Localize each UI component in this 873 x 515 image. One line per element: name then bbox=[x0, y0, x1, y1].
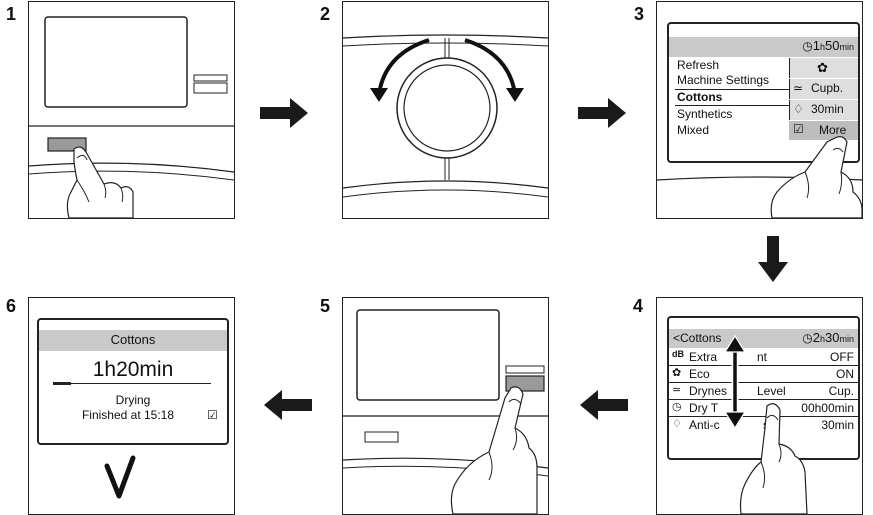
step-number-5: 5 bbox=[320, 296, 331, 316]
remaining-time: 1h20min bbox=[92, 358, 174, 381]
check-mark-icon bbox=[104, 455, 136, 499]
row-value: ON bbox=[836, 367, 854, 381]
finished-at-label: Finished at 15:18 bbox=[81, 408, 175, 422]
row-label: Eco bbox=[689, 367, 710, 381]
eco-option[interactable]: ✿ bbox=[789, 58, 858, 79]
clock-icon: ◷ bbox=[802, 331, 813, 345]
row-value: Cup. bbox=[828, 384, 854, 398]
dry-time-icon: ♢ bbox=[793, 102, 804, 116]
row-value: OFF bbox=[830, 350, 854, 364]
program-time: ◷2h30min bbox=[802, 330, 854, 345]
more-icon: ☑ bbox=[793, 122, 804, 136]
step-1-illustration bbox=[29, 16, 234, 218]
row-label-tail: nt bbox=[757, 350, 768, 364]
row-value: 30min bbox=[821, 418, 854, 432]
program-item-synthetics[interactable]: Synthetics bbox=[677, 107, 733, 121]
program-item-machine-settings[interactable]: Machine Settings bbox=[677, 73, 770, 87]
step-5-panel bbox=[342, 297, 549, 515]
step-3-hand bbox=[770, 136, 862, 218]
progress-bar bbox=[53, 382, 211, 385]
more-option-label: More bbox=[819, 123, 847, 137]
arrow-right-2-to-3 bbox=[578, 98, 626, 128]
arrow-down-3-to-4 bbox=[758, 236, 788, 282]
step-3-panel: ◷1h50min Refresh Machine Settings Cotton… bbox=[656, 1, 863, 219]
step-4-display: <Cottons ◷2h30min dB Extra nt OFF ✿ Eco … bbox=[667, 316, 860, 460]
clock-icon: ◷ bbox=[802, 39, 813, 53]
arrow-left-4-to-5 bbox=[580, 390, 628, 420]
arrow-left-5-to-6 bbox=[264, 390, 312, 420]
back-cottons-button[interactable]: <Cottons bbox=[673, 331, 722, 345]
eco-icon: ✿ bbox=[672, 367, 682, 379]
anti-crease-icon: ♢ bbox=[672, 418, 682, 430]
step-1-panel bbox=[28, 1, 235, 219]
step-2-panel bbox=[342, 1, 549, 219]
progress-bar-fill bbox=[53, 382, 71, 385]
row-label-tail: Level bbox=[757, 384, 786, 398]
program-divider bbox=[675, 105, 789, 106]
step-4-panel: <Cottons ◷2h30min dB Extra nt OFF ✿ Eco … bbox=[656, 297, 863, 515]
option-row-dry-time[interactable]: ◷ Dry T 00h00min bbox=[669, 400, 858, 417]
dryness-icon: ≃ bbox=[793, 81, 804, 95]
progress-bar-track bbox=[53, 383, 211, 384]
dry-time-icon: ◷ bbox=[672, 401, 682, 413]
step-number-1: 1 bbox=[6, 4, 17, 24]
display-header bbox=[669, 37, 858, 57]
row-label: Dry T bbox=[689, 401, 719, 415]
row-label: Drynes bbox=[689, 384, 728, 398]
dryness-option-label: Cupb. bbox=[811, 81, 844, 95]
step-6-display: Cottons 1h20min Drying Finished at 15:18… bbox=[37, 318, 229, 445]
row-label: Anti-c bbox=[689, 418, 720, 432]
step-number-3: 3 bbox=[634, 4, 645, 24]
more-option[interactable]: ☑ More bbox=[789, 121, 858, 140]
program-item-mixed[interactable]: Mixed bbox=[677, 123, 710, 137]
program-divider bbox=[675, 89, 789, 90]
step-5-illustration bbox=[343, 309, 548, 514]
program-title: Cottons bbox=[110, 332, 156, 347]
program-item-cottons[interactable]: Cottons bbox=[677, 90, 723, 104]
step-2-illustration bbox=[343, 34, 548, 198]
dryness-icon: ≃ bbox=[672, 384, 682, 396]
dry-time-option-label: 30min bbox=[811, 102, 844, 116]
row-value: 00h00min bbox=[801, 401, 854, 415]
row-label: Extra bbox=[689, 350, 718, 364]
program-item-refresh[interactable]: Refresh bbox=[677, 58, 720, 72]
step-4-overlay bbox=[723, 334, 808, 514]
step-6-check bbox=[104, 455, 136, 499]
step-number-6: 6 bbox=[6, 296, 17, 316]
eco-leaf-icon: ✿ bbox=[817, 60, 828, 75]
step-6-panel: Cottons 1h20min Drying Finished at 15:18… bbox=[28, 297, 235, 515]
option-row-dryness[interactable]: ≃ Drynes Level Cup. bbox=[669, 383, 858, 400]
dry-time-option[interactable]: ♢ 30min bbox=[789, 100, 858, 121]
option-row-extra[interactable]: dB Extra nt OFF bbox=[669, 349, 858, 366]
step-3-display: ◷1h50min Refresh Machine Settings Cotton… bbox=[667, 22, 860, 163]
program-time: ◷1h50min bbox=[802, 38, 854, 53]
option-row-eco[interactable]: ✿ Eco ON bbox=[669, 366, 858, 383]
display-header bbox=[39, 330, 227, 351]
options-icon: ☑ bbox=[207, 408, 218, 422]
arrow-right-1-to-2 bbox=[260, 98, 308, 128]
db-icon: dB bbox=[672, 349, 684, 359]
dryness-option[interactable]: ≃ Cupb. bbox=[789, 79, 858, 100]
display-header bbox=[669, 329, 858, 348]
status-label: Drying bbox=[115, 393, 151, 407]
step-number-4: 4 bbox=[633, 296, 644, 316]
step-number-2: 2 bbox=[320, 4, 331, 24]
